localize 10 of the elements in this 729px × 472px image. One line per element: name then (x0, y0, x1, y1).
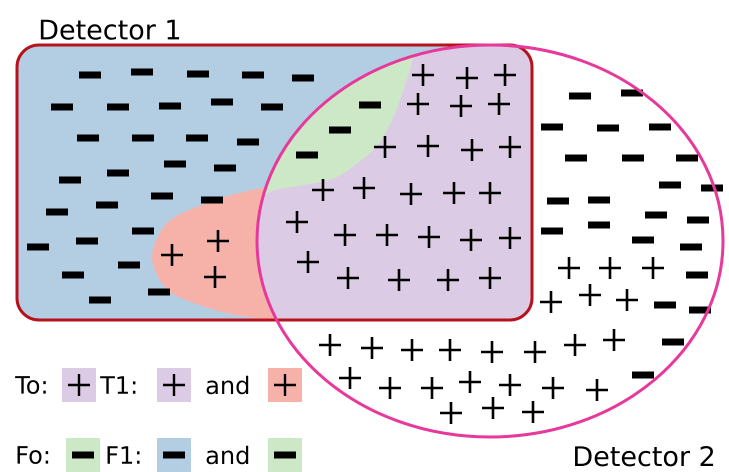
detector-label: Detector 1 (40, 20, 180, 40)
detector-rectangle (16, 20, 534, 322)
legend-label: and (206, 376, 248, 394)
legend-label: F1: (108, 446, 140, 464)
detector-label: Detector 2 (575, 446, 714, 466)
legend-label: Fo: (18, 446, 48, 464)
legend-label: To: (15, 376, 46, 394)
legend-label: T1: (100, 376, 136, 394)
legend-label: and (206, 446, 248, 464)
detector-ellipse (256, 44, 724, 466)
